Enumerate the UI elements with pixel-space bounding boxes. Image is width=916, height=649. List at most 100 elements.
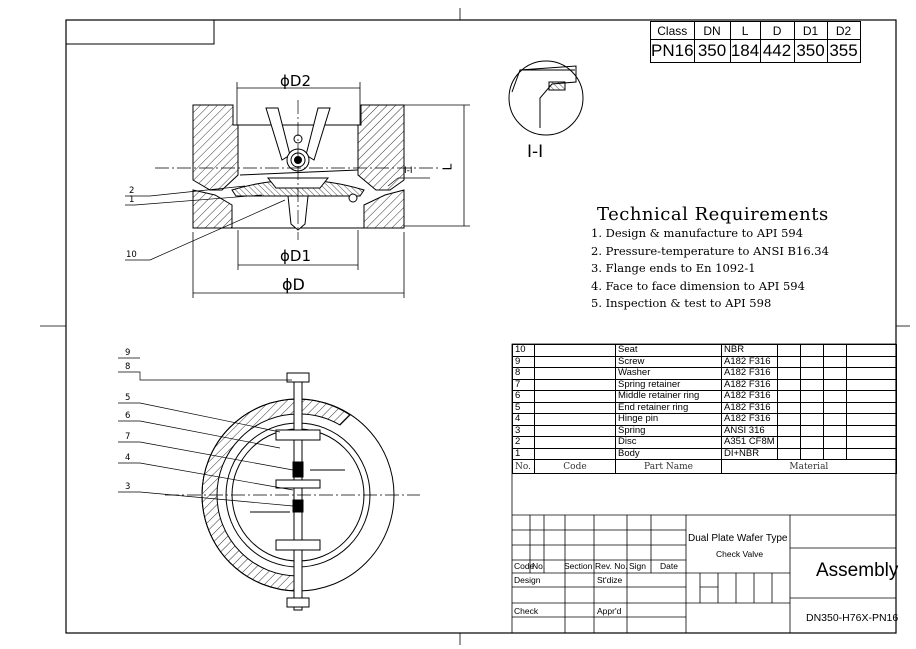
part-name: Middle retainer ring bbox=[615, 390, 722, 403]
part-material: A182 F316 bbox=[721, 401, 778, 414]
dim-d1-label: ϕD1 bbox=[280, 247, 311, 265]
section-label: I-I bbox=[527, 142, 544, 162]
callout-8: 8 bbox=[125, 362, 131, 372]
part-extra bbox=[845, 355, 897, 368]
valve-cross-section bbox=[192, 104, 405, 231]
part-extra bbox=[822, 367, 847, 380]
part-extra bbox=[799, 355, 824, 368]
part-extra bbox=[799, 344, 824, 357]
part-extra bbox=[845, 378, 897, 391]
part-no: 2 bbox=[512, 436, 535, 449]
part-code bbox=[534, 436, 616, 449]
part-extra bbox=[822, 401, 847, 414]
part-extra bbox=[845, 367, 897, 380]
part-name: Seat bbox=[615, 344, 722, 357]
dim-l-label: L bbox=[440, 163, 455, 171]
spec-header: DN bbox=[693, 21, 731, 40]
spec-table: Class DN L D D1 D2 PN16 350 184 442 350 … bbox=[650, 21, 861, 63]
tech-item: 1. Design & manufacture to API 594 bbox=[591, 226, 804, 240]
spec-value: 442 bbox=[759, 39, 795, 63]
title-block-grid bbox=[511, 343, 897, 634]
part-extra bbox=[776, 390, 801, 403]
valve-front-view bbox=[201, 372, 395, 611]
part-extra bbox=[799, 390, 824, 403]
spec-value: 350 bbox=[693, 39, 731, 63]
part-name: Disc bbox=[615, 436, 722, 449]
drawing-number: DN350-H76X-PN16 bbox=[806, 612, 899, 624]
drawing-title: Assembly bbox=[816, 560, 899, 581]
detail-circle bbox=[508, 60, 584, 136]
tech-requirements-list: 1. Design & manufacture to API 594 2. Pr… bbox=[591, 225, 829, 313]
spec-header: Class bbox=[650, 21, 695, 40]
part-no: 10 bbox=[512, 344, 535, 357]
part-no: 1 bbox=[512, 447, 535, 460]
tb-design-label: Design bbox=[514, 575, 541, 585]
dim-d-label: ϕD bbox=[282, 275, 305, 294]
callout-9: 9 bbox=[125, 348, 131, 358]
part-extra bbox=[799, 401, 824, 414]
part-extra bbox=[776, 424, 801, 437]
part-extra bbox=[776, 401, 801, 414]
leader-lines-bottom bbox=[118, 357, 294, 507]
tb-date-label: Date bbox=[660, 561, 678, 571]
tech-requirements-title: Technical Requirements bbox=[597, 204, 829, 225]
header-code: Code bbox=[534, 459, 616, 474]
callout-1: 1 bbox=[129, 195, 135, 205]
part-code bbox=[534, 367, 616, 380]
part-extra bbox=[845, 390, 897, 403]
part-extra bbox=[845, 344, 897, 357]
spec-header: L bbox=[729, 21, 761, 40]
header-material: Material bbox=[721, 459, 897, 474]
spec-value: 355 bbox=[826, 39, 861, 63]
spec-header: D2 bbox=[826, 21, 861, 40]
part-material: A182 F316 bbox=[721, 390, 778, 403]
part-extra bbox=[822, 378, 847, 391]
part-no: 6 bbox=[512, 390, 535, 403]
part-extra bbox=[799, 378, 824, 391]
spec-header: D bbox=[759, 21, 795, 40]
part-no: 9 bbox=[512, 355, 535, 368]
part-code bbox=[534, 344, 616, 357]
part-code bbox=[534, 355, 616, 368]
dimension-lines bbox=[192, 82, 470, 298]
dim-d2-label: ϕD2 bbox=[280, 72, 311, 90]
part-no: 4 bbox=[512, 413, 535, 426]
part-extra bbox=[776, 344, 801, 357]
section-mark: I-I bbox=[404, 166, 413, 176]
part-extra bbox=[845, 413, 897, 426]
callout-3: 3 bbox=[125, 482, 131, 492]
leader-lines-top bbox=[125, 185, 286, 261]
callout-7: 7 bbox=[125, 432, 131, 442]
part-extra bbox=[822, 390, 847, 403]
part-material: A182 F316 bbox=[721, 355, 778, 368]
tech-item: 5. Inspection & test to API 598 bbox=[591, 296, 772, 310]
tech-item: 4. Face to face dimension to API 594 bbox=[591, 278, 805, 293]
part-material: A182 F316 bbox=[721, 367, 778, 380]
part-name: Hinge pin bbox=[615, 413, 722, 426]
part-extra bbox=[776, 378, 801, 391]
part-material: DI+NBR bbox=[721, 447, 778, 460]
part-extra bbox=[822, 344, 847, 357]
part-extra bbox=[822, 413, 847, 426]
part-extra bbox=[845, 447, 897, 460]
part-code bbox=[534, 378, 616, 391]
part-extra bbox=[822, 447, 847, 460]
part-code bbox=[534, 401, 616, 414]
part-extra bbox=[799, 447, 824, 460]
callout-4: 4 bbox=[125, 453, 131, 463]
header-name: Part Name bbox=[615, 459, 722, 474]
part-code bbox=[534, 424, 616, 437]
part-code bbox=[534, 413, 616, 426]
part-name: End retainer ring bbox=[615, 401, 722, 414]
part-extra bbox=[799, 424, 824, 437]
tb-sign-label: Sign bbox=[629, 561, 647, 571]
drawing-border bbox=[40, 8, 910, 645]
part-extra bbox=[799, 436, 824, 449]
